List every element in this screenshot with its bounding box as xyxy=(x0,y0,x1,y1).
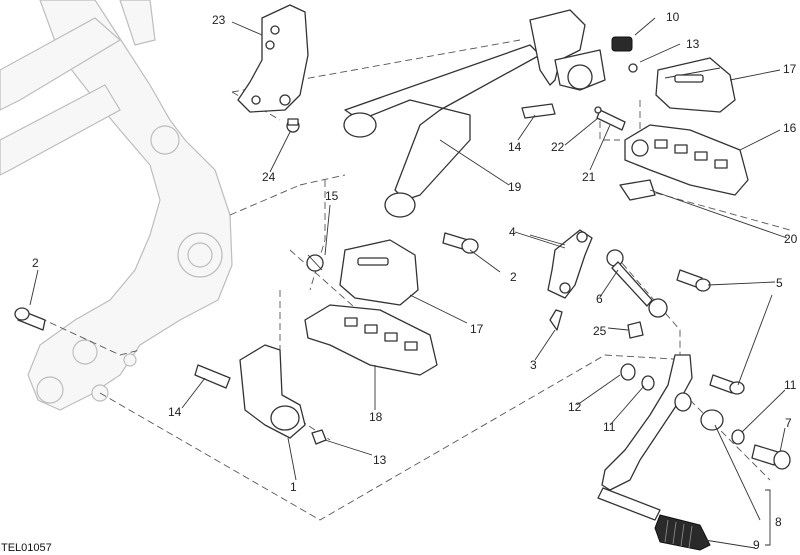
callout-14-top: 14 xyxy=(508,140,522,154)
callout-1: 1 xyxy=(290,480,297,494)
part-17-rubber-pad-right xyxy=(655,57,736,113)
part-11-washer-right xyxy=(731,429,745,445)
callout-10: 10 xyxy=(666,10,680,24)
callout-25: 25 xyxy=(593,324,607,338)
part-4-lever xyxy=(547,229,593,299)
part-13-nut-bottom xyxy=(311,429,327,445)
callout-20: 20 xyxy=(784,232,798,246)
callout-17-right: 17 xyxy=(783,62,797,76)
part-1-bracket-left xyxy=(239,344,306,439)
part-13-clip-top xyxy=(628,63,638,73)
part-23-plate xyxy=(237,4,309,113)
part-5-screw-top xyxy=(676,269,711,292)
part-16-footpeg-right xyxy=(624,124,749,196)
callout-12: 12 xyxy=(568,400,582,414)
callout-16: 16 xyxy=(783,121,797,135)
callout-2-left: 2 xyxy=(32,256,39,270)
part-10-nut xyxy=(611,36,633,52)
bracket-8-9 xyxy=(765,489,771,546)
callout-labels: 23 24 10 13 17 16 20 14 22 21 19 2 2 15 … xyxy=(32,10,798,552)
callout-9: 9 xyxy=(753,538,760,552)
callout-18: 18 xyxy=(369,410,383,424)
part-2-screw-middle xyxy=(442,232,479,254)
callout-24: 24 xyxy=(262,170,276,184)
callout-19: 19 xyxy=(508,180,522,194)
callout-11-left: 11 xyxy=(603,420,616,434)
part-3-screw xyxy=(549,309,563,331)
part-22-spring xyxy=(596,109,626,131)
part-14-pin-top xyxy=(521,103,556,119)
part-14-pin-bottom xyxy=(194,364,231,389)
callout-8: 8 xyxy=(775,515,782,529)
callout-2-middle: 2 xyxy=(510,270,517,284)
callout-4: 4 xyxy=(509,225,516,239)
part-25-nut xyxy=(627,321,644,339)
callout-13-bottom: 13 xyxy=(373,453,387,467)
part-8-gear-lever xyxy=(597,354,724,521)
part-20-clip xyxy=(619,179,656,201)
callout-13-top: 13 xyxy=(686,37,700,51)
part-24-screw xyxy=(286,118,300,133)
callout-7: 7 xyxy=(785,416,792,430)
reference-code: TEL01057 xyxy=(1,542,52,554)
part-2-screw-left xyxy=(14,307,46,331)
callout-5: 5 xyxy=(776,276,783,290)
part-5-screw-bottom xyxy=(709,374,745,395)
callout-22: 22 xyxy=(551,140,565,154)
callout-6: 6 xyxy=(596,292,603,306)
part-6-linkage-rod xyxy=(606,249,668,318)
callout-17-left: 17 xyxy=(470,322,484,336)
callout-23: 23 xyxy=(212,13,226,27)
callout-21: 21 xyxy=(582,170,596,184)
part-21-ball xyxy=(594,106,602,114)
part-7-bolt xyxy=(751,444,791,470)
part-11-washer-left xyxy=(641,375,655,391)
frame-outline xyxy=(0,0,233,411)
leader-lines xyxy=(29,17,788,549)
callout-11-right: 11 xyxy=(784,378,797,392)
part-19-footrest-bracket xyxy=(343,9,606,218)
callout-3: 3 xyxy=(530,358,537,372)
part-9-rubber-grip xyxy=(654,514,711,551)
part-18-footpeg-left xyxy=(304,304,438,376)
part-17-rubber-pad-left xyxy=(339,239,419,306)
callout-15: 15 xyxy=(325,189,339,203)
part-12-washer xyxy=(620,363,636,381)
callout-14-bottom: 14 xyxy=(168,405,182,419)
part-15-spring xyxy=(306,254,324,272)
